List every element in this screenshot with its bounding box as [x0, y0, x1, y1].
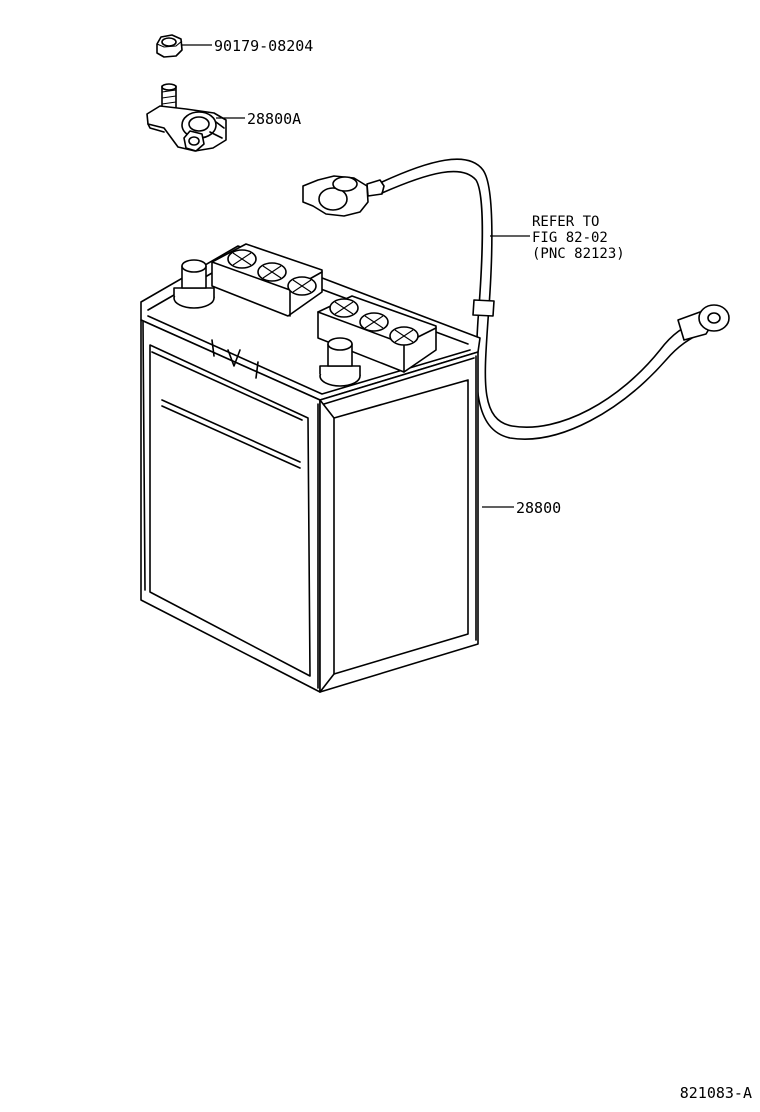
hex-nut-icon: [156, 34, 183, 58]
car-battery-icon: [140, 243, 481, 693]
part-number-clamp: 28800A: [247, 110, 301, 128]
cable-note-line1: REFER TO: [532, 214, 599, 230]
cable-note-line2: FIG 82-02: [532, 230, 608, 246]
figure-code: 821083-A: [680, 1084, 752, 1102]
part-number-battery: 28800: [516, 499, 561, 517]
battery-cable-icon: [302, 158, 730, 440]
part-number-nut: 90179-08204: [214, 37, 313, 55]
battery-terminal-clamp-icon: [146, 83, 227, 152]
cable-note-line3: (PNC 82123): [532, 246, 625, 262]
